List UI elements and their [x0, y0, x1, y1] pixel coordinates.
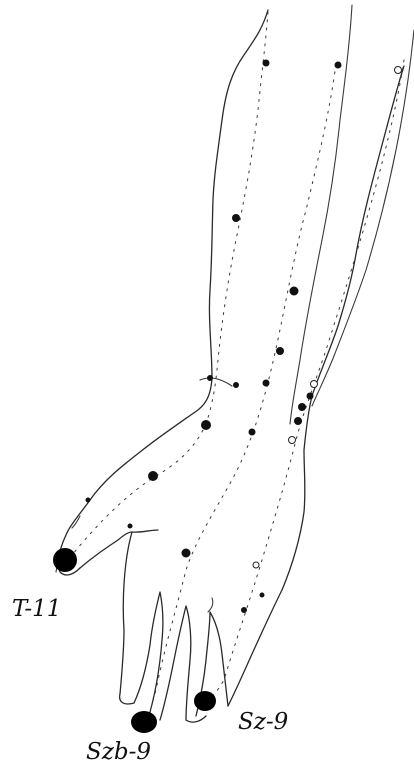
- forearm-crease-line: [290, 5, 352, 424]
- acupoint-open-dot: [253, 562, 259, 568]
- acupoint-dot: [201, 420, 211, 430]
- acupoint-dot: [263, 60, 270, 67]
- acupoint-open-dot: [395, 67, 402, 74]
- acupoint-dot: [290, 287, 299, 296]
- thumb-inner-edge: [80, 530, 158, 568]
- forearm-inner-edge: [312, 66, 404, 396]
- acupoint-dot: [148, 471, 158, 481]
- finger-tip-line: [208, 598, 213, 612]
- acupoint-szb9-marker: [131, 711, 157, 733]
- acupoint-dot: [86, 498, 91, 503]
- acupoint-open-dot: [311, 381, 318, 388]
- hand-outline: [56, 5, 414, 722]
- acupoint-dot: [249, 429, 256, 436]
- acupoint-dot: [233, 382, 239, 388]
- major-acupoints: [53, 548, 216, 733]
- acupoint-dot: [182, 549, 191, 558]
- wrist-fold: [200, 378, 232, 386]
- acupoint-t11-marker: [53, 548, 77, 572]
- palm-edge: [120, 532, 134, 704]
- meridian-line-thumb: [68, 12, 268, 560]
- label-szb9: Szb-9: [86, 741, 151, 764]
- acupoint-dot: [294, 417, 302, 425]
- acupoint-dot: [335, 62, 342, 69]
- acupoint-dot: [307, 393, 314, 400]
- acupoint-sz9-marker: [194, 691, 216, 711]
- acupoint-dot: [276, 347, 284, 355]
- acupoint-dot: [207, 375, 213, 381]
- meridian-line-little: [206, 60, 404, 702]
- meridian-lines: [68, 12, 404, 722]
- meridian-line-index: [146, 64, 336, 722]
- acupoint-dot: [128, 524, 133, 529]
- acupoint-dots: [86, 60, 402, 614]
- acupoint-dot: [298, 403, 306, 411]
- acupoint-open-dot: [289, 437, 296, 444]
- little-finger-outline: [228, 396, 312, 706]
- acupoint-dot: [260, 593, 265, 598]
- forearm-outer-edge: [58, 10, 268, 575]
- index-finger-outline: [134, 592, 163, 712]
- acupoint-dot: [263, 380, 270, 387]
- acupoint-dot: [241, 607, 247, 613]
- label-t11: T-11: [12, 598, 61, 621]
- acupoint-dot: [232, 214, 240, 222]
- label-sz9: Sz-9: [238, 711, 288, 734]
